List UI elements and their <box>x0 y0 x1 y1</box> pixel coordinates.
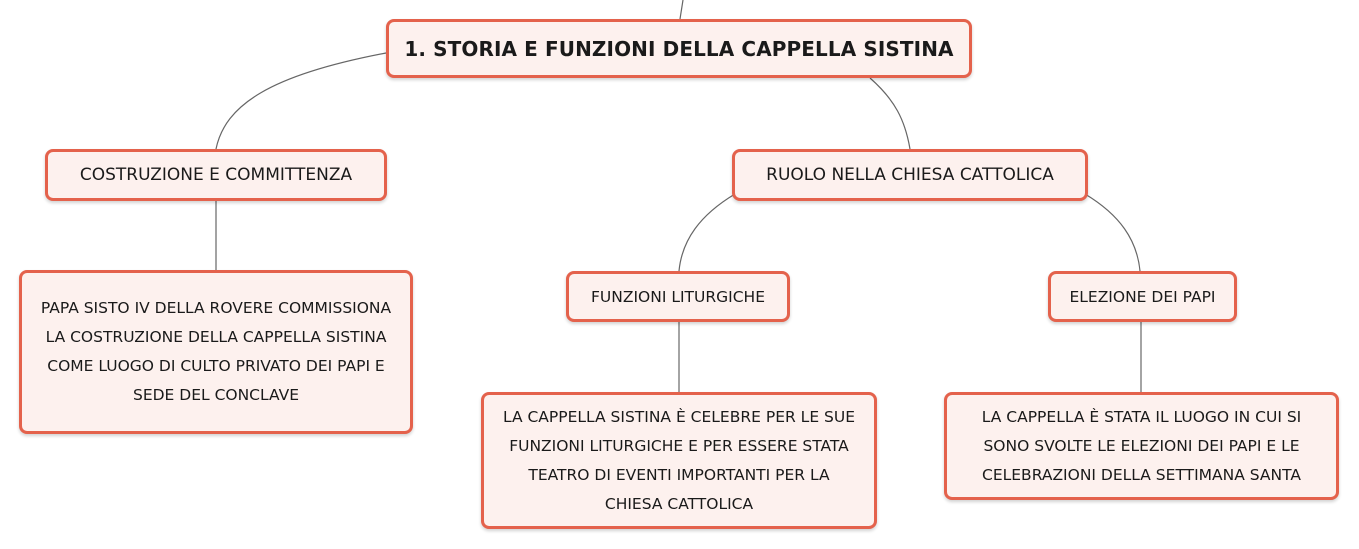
connector-root-to-ruolo <box>869 77 911 150</box>
connector-parent-to-root <box>679 0 684 20</box>
detail-line: FUNZIONI LITURGICHE E PER ESSERE STATA <box>509 436 849 455</box>
topic-label: COSTRUZIONE E COMMITTENZA <box>79 165 353 185</box>
detail-line: CELEBRAZIONI DELLA SETTIMANA SANTA <box>982 465 1301 484</box>
detail-costruzione[interactable]: PAPA SISTO IV DELLA ROVERE COMMISSIONA L… <box>19 270 413 434</box>
topic-label: RUOLO NELLA CHIESA CATTOLICA <box>766 165 1054 185</box>
detail-line: SONO SVOLTE LE ELEZIONI DEI PAPI E LE <box>983 436 1300 455</box>
detail-line: SEDE DEL CONCLAVE <box>132 386 300 404</box>
detail-line: CHIESA CATTOLICA <box>604 494 754 513</box>
root-topic[interactable]: 1. STORIA E FUNZIONI DELLA CAPPELLA SIST… <box>386 19 972 78</box>
topic-elezione-papi[interactable]: ELEZIONE DEI PAPI <box>1048 271 1237 322</box>
detail-text: PAPA SISTO IV DELLA ROVERE COMMISSIONA L… <box>41 294 391 410</box>
connector-ruolo-to-funzioni <box>678 193 736 272</box>
detail-line: COME LUOGO DI CULTO PRIVATO DEI PAPI E <box>47 357 385 375</box>
detail-funzioni-liturgiche[interactable]: LA CAPPELLA SISTINA È CELEBRE PER LE SUE… <box>481 392 877 529</box>
root-topic-label: 1. STORIA E FUNZIONI DELLA CAPPELLA SIST… <box>404 36 954 61</box>
detail-line: LA CAPPELLA È STATA IL LUOGO IN CUI SI <box>981 407 1302 426</box>
detail-elezione-papi[interactable]: LA CAPPELLA È STATA IL LUOGO IN CUI SI S… <box>944 392 1339 500</box>
detail-line: PAPA SISTO IV DELLA ROVERE COMMISSIONA <box>40 299 392 317</box>
detail-line: TEATRO DI EVENTI IMPORTANTI PER LA <box>528 465 830 484</box>
detail-line: LA COSTRUZIONE DELLA CAPPELLA SISTINA <box>45 328 387 346</box>
connector-ruolo-to-elezione <box>1084 193 1141 272</box>
connector-root-to-costruzione <box>215 52 387 150</box>
detail-text: LA CAPPELLA È STATA IL LUOGO IN CUI SI S… <box>982 403 1301 490</box>
topic-funzioni-liturgiche[interactable]: FUNZIONI LITURGICHE <box>566 271 790 322</box>
detail-text: LA CAPPELLA SISTINA È CELEBRE PER LE SUE… <box>503 403 855 519</box>
topic-costruzione-committenza[interactable]: COSTRUZIONE E COMMITTENZA <box>45 149 387 201</box>
topic-ruolo-chiesa-cattolica[interactable]: RUOLO NELLA CHIESA CATTOLICA <box>732 149 1088 201</box>
detail-line: LA CAPPELLA SISTINA È CELEBRE PER LE SUE <box>502 407 856 426</box>
topic-label: FUNZIONI LITURGICHE <box>591 287 765 306</box>
topic-label: ELEZIONE DEI PAPI <box>1069 287 1216 306</box>
